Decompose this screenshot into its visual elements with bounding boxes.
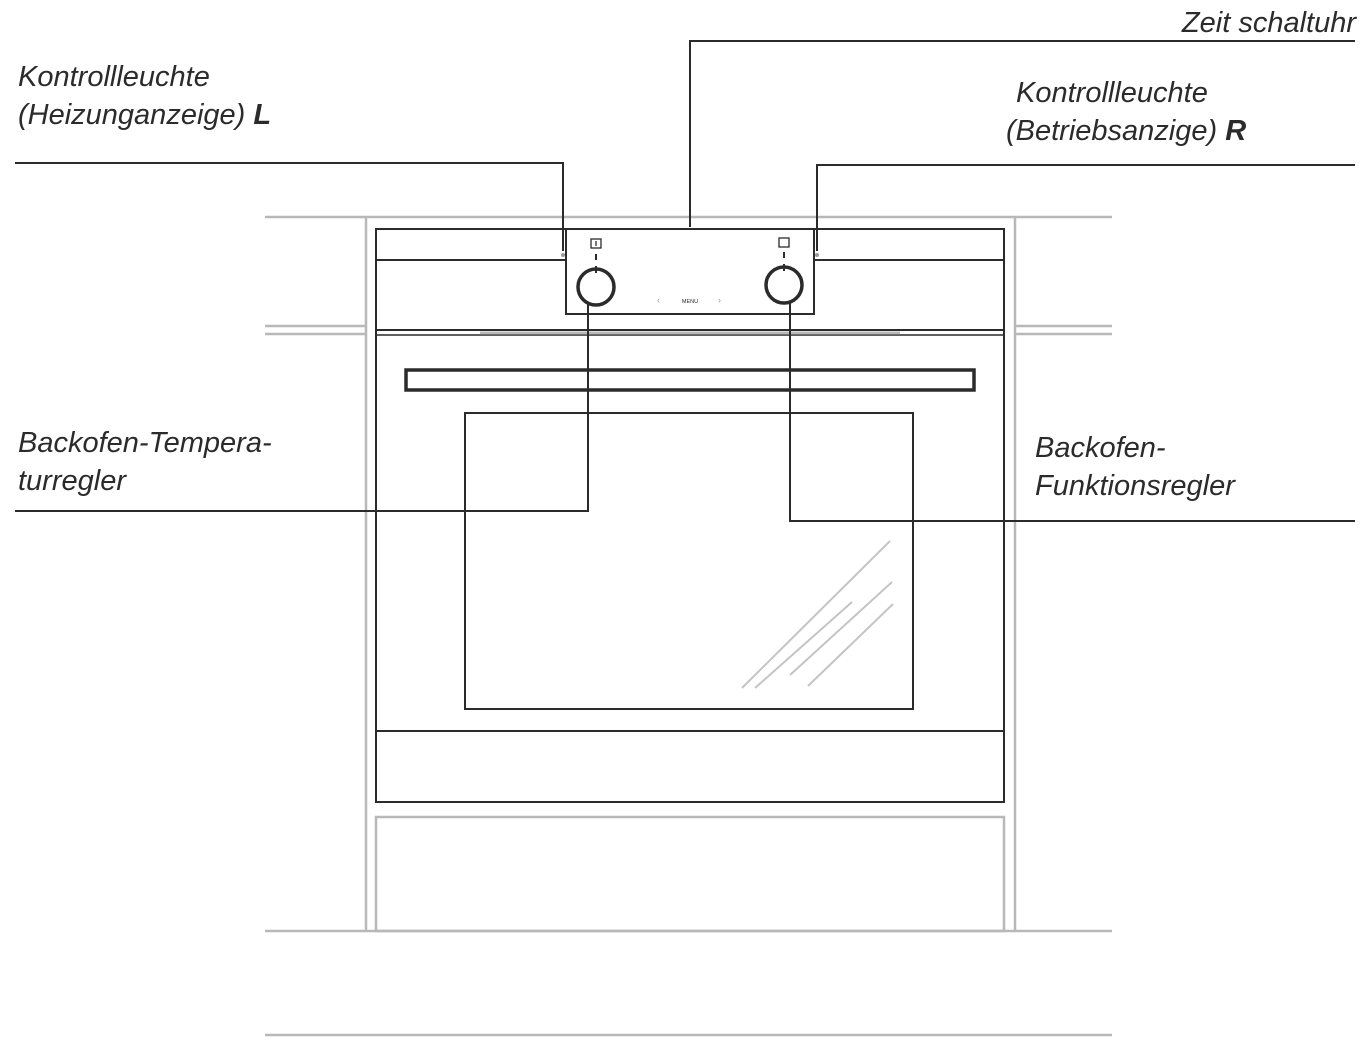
function-knob[interactable] xyxy=(764,252,804,305)
cabinet xyxy=(265,215,1112,1037)
thermometer-square-icon xyxy=(590,238,602,249)
operation-indicator-label: Kontrollleuchte (Betriebsanzige) R xyxy=(1006,77,1247,147)
chevron-icon: ‹ xyxy=(657,295,660,305)
square-mode-icon xyxy=(778,237,790,248)
chevron-icon: › xyxy=(718,295,721,305)
heating-indicator-label: Kontrollleuchte (Heizunganzeige) L xyxy=(18,61,272,131)
indicator-letter-l: L xyxy=(253,99,272,131)
oven-body xyxy=(375,228,1005,803)
right-indicator-lamp xyxy=(815,253,819,257)
indicator-letter-r: R xyxy=(1225,115,1247,147)
timer-label: Zeit schaltuhr xyxy=(1181,7,1356,39)
function-knob-label: Backofen- Funktionsregler xyxy=(1035,432,1235,502)
menu-label: MENU xyxy=(682,299,698,305)
leader-lines xyxy=(15,40,1355,522)
timer-display[interactable]: ‹ MENU › xyxy=(657,295,721,305)
temperature-knob-label: Backofen-Tempera- turregler xyxy=(18,427,272,497)
temperature-knob[interactable] xyxy=(576,254,616,307)
control-panel xyxy=(565,229,815,315)
glass-reflection xyxy=(741,540,894,689)
left-indicator-lamp xyxy=(561,253,565,257)
door-window xyxy=(464,412,914,710)
door-handle[interactable] xyxy=(404,368,976,392)
